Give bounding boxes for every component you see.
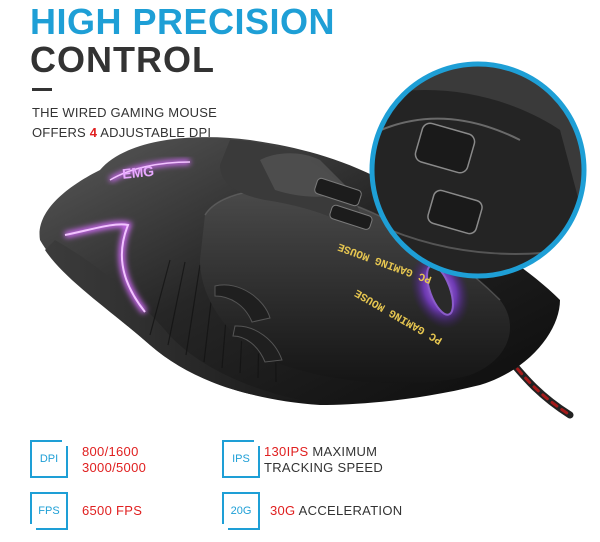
acceleration-label: 20G bbox=[230, 505, 252, 517]
dpi-values-line1: 800/1600 bbox=[82, 444, 139, 459]
headline: HIGH PRECISION CONTROL bbox=[30, 4, 335, 78]
headline-line1: HIGH PRECISION bbox=[30, 1, 336, 42]
acceleration-spec-icon: 20G bbox=[222, 492, 260, 530]
ips-number: 130IPS bbox=[264, 444, 309, 459]
fps-value: 6500 FPS bbox=[82, 503, 143, 518]
ips-desc1: MAXIMUM bbox=[308, 444, 378, 459]
subtext-suffix: ADJUSTABLE DPI bbox=[97, 125, 212, 140]
dpi-values: 800/1600 3000/5000 bbox=[82, 444, 146, 476]
dpi-count: 4 bbox=[89, 125, 98, 140]
ips-spec-icon: IPS bbox=[222, 440, 260, 478]
subtext-prefix: OFFERS bbox=[32, 125, 90, 140]
gaming-mouse-image: EMG PC GAMING MOUSE PC GAMING MOUSE bbox=[39, 61, 587, 419]
title-divider bbox=[32, 88, 52, 91]
acceleration-value: 30G ACCELERATION bbox=[270, 503, 402, 519]
dpi-spec-icon: DPI bbox=[30, 440, 68, 478]
dpi-label: DPI bbox=[39, 453, 59, 465]
ips-label: IPS bbox=[232, 453, 250, 465]
zoom-callout-ring bbox=[369, 61, 587, 279]
fps-label: FPS bbox=[38, 505, 60, 517]
subtext-line1: THE WIRED GAMING MOUSE bbox=[32, 105, 217, 120]
ips-desc2: TRACKING SPEED bbox=[264, 460, 384, 475]
top-logo-text: EMG bbox=[121, 163, 154, 182]
dpi-values-line2: 3000/5000 bbox=[82, 460, 147, 475]
acceleration-desc: ACCELERATION bbox=[295, 503, 403, 518]
fps-spec-icon: FPS bbox=[30, 492, 68, 530]
acceleration-number: 30G bbox=[270, 503, 296, 518]
subtext: THE WIRED GAMING MOUSE OFFERS 4 ADJUSTAB… bbox=[32, 103, 217, 143]
headline-line2: CONTROL bbox=[30, 39, 215, 80]
ips-value: 130IPS MAXIMUM TRACKING SPEED bbox=[264, 444, 383, 476]
subtext-line2: OFFERS 4 ADJUSTABLE DPI bbox=[32, 123, 217, 143]
